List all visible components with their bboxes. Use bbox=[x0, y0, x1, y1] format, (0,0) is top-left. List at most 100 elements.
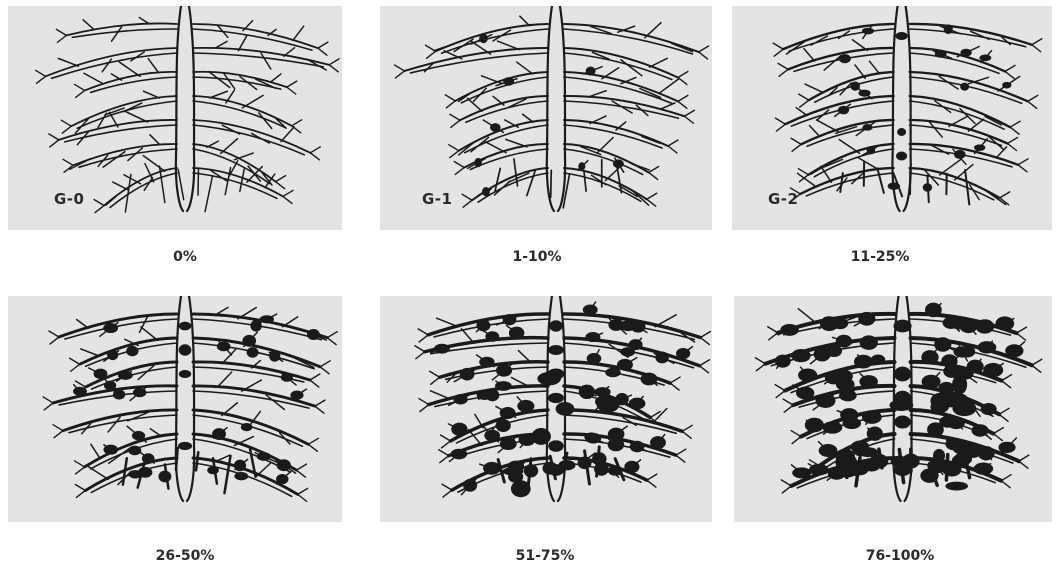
gall-mark bbox=[998, 442, 1015, 453]
gall-mark bbox=[893, 320, 911, 333]
gall-mark bbox=[902, 454, 920, 469]
gall-mark bbox=[178, 442, 192, 450]
gall-mark bbox=[584, 432, 598, 441]
gall-mark bbox=[967, 360, 984, 374]
gall-mark bbox=[485, 389, 499, 401]
root-diagram-panel-4 bbox=[8, 296, 342, 522]
gall-mark bbox=[608, 438, 625, 451]
infection-percent-caption: 26-50% bbox=[85, 548, 285, 564]
gall-mark bbox=[434, 344, 450, 354]
gall-mark bbox=[103, 323, 118, 333]
gall-mark bbox=[502, 467, 523, 475]
root-diagram-panel-2: G-1 bbox=[380, 6, 712, 230]
gall-mark bbox=[585, 332, 600, 342]
gall-mark bbox=[496, 364, 512, 376]
gall-mark bbox=[586, 67, 596, 76]
gall-mark bbox=[954, 452, 972, 466]
gall-mark bbox=[862, 124, 872, 131]
infection-percent-caption: 76-100% bbox=[800, 548, 1000, 564]
gall-mark bbox=[956, 397, 975, 413]
gall-mark bbox=[132, 431, 145, 440]
gall-mark bbox=[479, 34, 488, 43]
gall-mark bbox=[241, 423, 253, 431]
grade-label: G-0 bbox=[54, 190, 84, 208]
root-diagram-panel-1: G-0 bbox=[8, 6, 342, 230]
gall-mark bbox=[952, 375, 967, 395]
gall-mark bbox=[257, 452, 271, 461]
gall-mark bbox=[920, 468, 938, 482]
gall-mark bbox=[862, 28, 874, 35]
gall-mark bbox=[896, 152, 907, 161]
gall-mark bbox=[509, 327, 525, 340]
gall-mark bbox=[517, 400, 534, 412]
gall-mark bbox=[944, 24, 953, 34]
gall-mark bbox=[805, 418, 824, 433]
gall-mark bbox=[934, 337, 951, 351]
gall-mark bbox=[809, 464, 829, 476]
gall-mark bbox=[548, 393, 564, 403]
gall-mark bbox=[542, 462, 557, 475]
gall-mark bbox=[858, 90, 870, 97]
gall-mark bbox=[792, 467, 811, 478]
gall-mark bbox=[217, 342, 231, 352]
root-diagram-panel-6 bbox=[734, 296, 1052, 522]
gall-mark bbox=[511, 480, 531, 497]
gall-mark bbox=[923, 183, 932, 192]
gall-mark bbox=[485, 331, 499, 342]
gall-mark bbox=[524, 464, 538, 477]
infection-percent-caption: 51-75% bbox=[445, 548, 645, 564]
gall-mark bbox=[938, 382, 954, 395]
gall-mark bbox=[952, 441, 969, 454]
gall-mark bbox=[531, 428, 550, 445]
gall-mark bbox=[979, 54, 991, 61]
gall-mark bbox=[617, 359, 633, 371]
gall-mark bbox=[537, 372, 561, 385]
gall-mark bbox=[613, 159, 624, 168]
gall-mark bbox=[624, 461, 639, 473]
gall-mark bbox=[816, 393, 836, 408]
gall-mark bbox=[548, 345, 564, 355]
gall-mark bbox=[578, 456, 592, 469]
gall-mark bbox=[496, 419, 511, 432]
gall-mark bbox=[451, 449, 468, 460]
gall-mark bbox=[247, 347, 259, 358]
gall-mark bbox=[484, 430, 500, 442]
gall-mark bbox=[133, 388, 146, 398]
root-galls bbox=[434, 304, 690, 497]
gall-mark bbox=[951, 318, 968, 330]
gall-mark bbox=[476, 320, 490, 332]
gall-mark bbox=[854, 355, 873, 369]
gall-mark bbox=[503, 77, 514, 86]
gall-mark bbox=[460, 368, 475, 381]
gall-mark bbox=[839, 390, 857, 402]
root-branches bbox=[36, 6, 340, 213]
gall-mark bbox=[242, 335, 256, 347]
gall-mark bbox=[490, 123, 501, 132]
gall-mark bbox=[595, 387, 611, 397]
gall-mark bbox=[862, 410, 882, 424]
gall-mark bbox=[500, 407, 516, 419]
gall-mark bbox=[850, 81, 860, 90]
gall-mark bbox=[451, 423, 467, 436]
infection-percent-caption: 1-10% bbox=[437, 249, 637, 265]
root-system-drawing-4 bbox=[8, 296, 342, 522]
gall-mark bbox=[73, 387, 87, 396]
gall-mark bbox=[791, 349, 810, 362]
gall-mark bbox=[158, 471, 171, 483]
gall-mark bbox=[503, 314, 517, 325]
gall-mark bbox=[277, 459, 291, 471]
gall-mark bbox=[842, 418, 861, 429]
gall-mark bbox=[676, 348, 690, 359]
gall-mark bbox=[479, 357, 494, 367]
gall-mark bbox=[925, 303, 942, 318]
gall-mark bbox=[558, 460, 575, 470]
gall-mark bbox=[836, 378, 855, 391]
gall-mark bbox=[290, 390, 303, 399]
gall-mark bbox=[894, 415, 911, 428]
gall-mark bbox=[927, 422, 944, 437]
gall-mark bbox=[94, 369, 108, 379]
gall-mark bbox=[482, 187, 490, 196]
gall-mark bbox=[974, 144, 985, 151]
gall-mark bbox=[981, 403, 997, 415]
gall-mark bbox=[819, 444, 838, 457]
